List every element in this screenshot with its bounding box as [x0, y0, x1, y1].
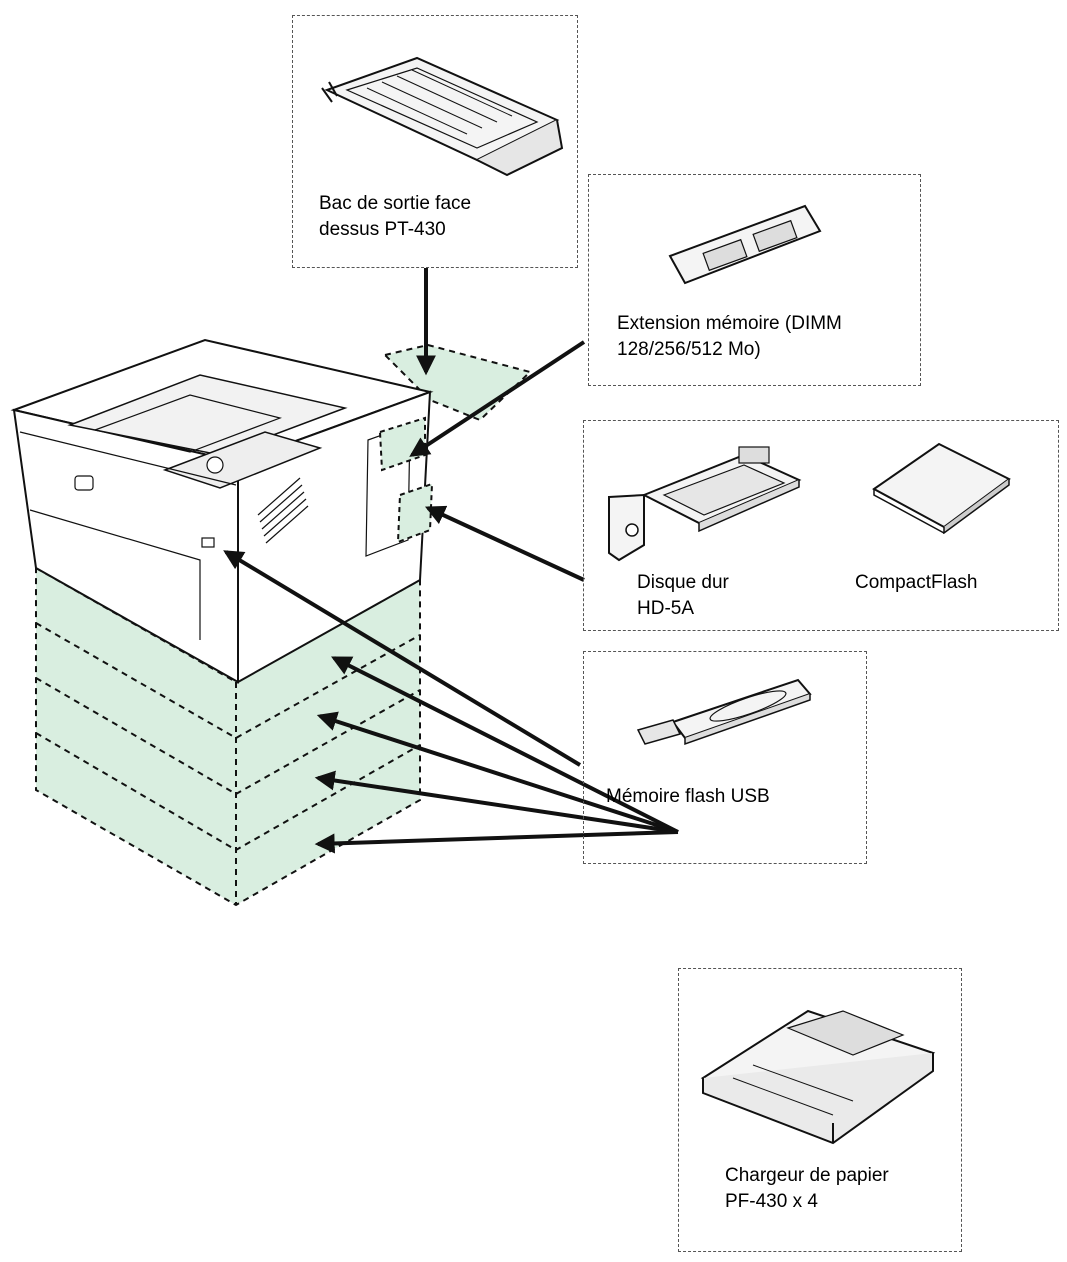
usb-flash-label: Mémoire flash USB — [606, 786, 770, 807]
paper-feeder-icon — [700, 1009, 936, 1145]
hard-disk-label: Disque dur HD-5A — [637, 572, 729, 619]
paper-feeder-stack — [35, 566, 421, 907]
compactflash-card-icon — [872, 442, 1011, 534]
paper-feeder-label: Chargeur de papier PF-430 x 4 — [725, 1165, 889, 1212]
callout-memory: Extension mémoire (DIMM 128/256/512 Mo) — [588, 174, 921, 386]
callout-paper-feeder: Chargeur de papier PF-430 x 4 — [678, 968, 962, 1252]
memory-label: Extension mémoire (DIMM 128/256/512 Mo) — [617, 313, 842, 360]
face-up-tray-icon — [321, 56, 564, 177]
compactflash-label: CompactFlash — [855, 572, 978, 593]
usb-flash-drive-icon — [636, 678, 812, 746]
face-up-tray-label: Bac de sortie face dessus PT-430 — [319, 193, 472, 240]
hdd-slot-area — [396, 482, 434, 544]
callout-face-up-tray: Bac de sortie face dessus PT-430 — [292, 15, 578, 268]
hard-disk-icon — [608, 446, 802, 562]
dimm-memory-icon — [668, 204, 822, 285]
callout-hdd-compactflash: Disque dur HD-5A CompactFlash — [583, 420, 1059, 631]
connector-arrows — [223, 268, 679, 854]
callout-usb-flash: Mémoire flash USB — [583, 651, 867, 864]
